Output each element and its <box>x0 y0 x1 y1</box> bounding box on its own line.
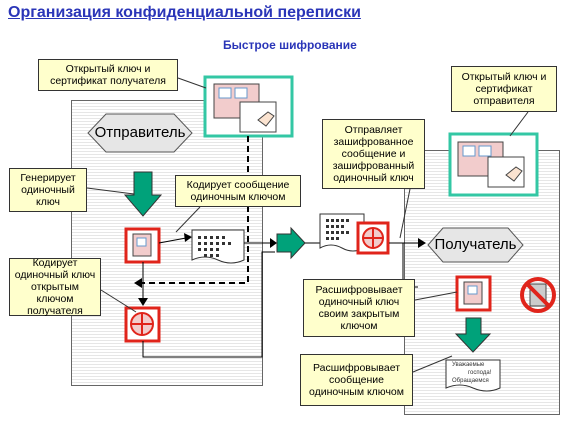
decrypt-key-callout: Расшифровывает одиночный ключ своим закр… <box>303 279 415 337</box>
decrypt-message-callout: Расшифровывает сообщение одиночным ключо… <box>300 354 413 406</box>
letter-line-3: Обращаемся <box>452 378 489 384</box>
send-callout: Отправляет зашифрованное сообщение и заш… <box>322 119 425 189</box>
generate-arrow <box>123 171 163 217</box>
page-title: Организация конфиденциальной переписки <box>8 4 361 21</box>
decrypted-key-icon <box>463 281 483 305</box>
letter-line-2: господа! <box>468 370 492 376</box>
decrypt-arrow <box>454 317 492 353</box>
encrypted-key-icon <box>130 312 154 336</box>
sender-key-callout: Открытый ключ и сертификат отправителя <box>451 66 557 112</box>
sender-hexagon <box>87 113 193 153</box>
generate-key-callout: Генерирует одиночный ключ <box>9 168 87 212</box>
recipient-label: Получатель <box>434 236 517 253</box>
send-connector <box>276 226 306 260</box>
recipient-key-callout: Открытый ключ и сертификат получателя <box>38 59 178 91</box>
encode-key-callout: Кодирует одиночный ключ открытым ключом … <box>9 257 101 317</box>
recipient-certificate-icon <box>213 83 277 133</box>
single-key-icon <box>132 233 152 257</box>
sender-certificate-icon <box>457 141 525 188</box>
encoded-message-doc <box>191 229 245 264</box>
transmitted-key-icon <box>362 227 384 249</box>
letter-line-1: Уважаемые <box>452 362 485 368</box>
encode-message-callout: Кодирует сообщение одиночным ключом <box>175 175 301 207</box>
sender-label: Отправитель <box>94 124 186 141</box>
recipient-hexagon <box>427 227 524 263</box>
page-subtitle: Быстрое шифрование <box>223 38 357 52</box>
private-key-prohibited-icon <box>520 277 556 313</box>
decrypted-letter-doc <box>445 359 501 392</box>
